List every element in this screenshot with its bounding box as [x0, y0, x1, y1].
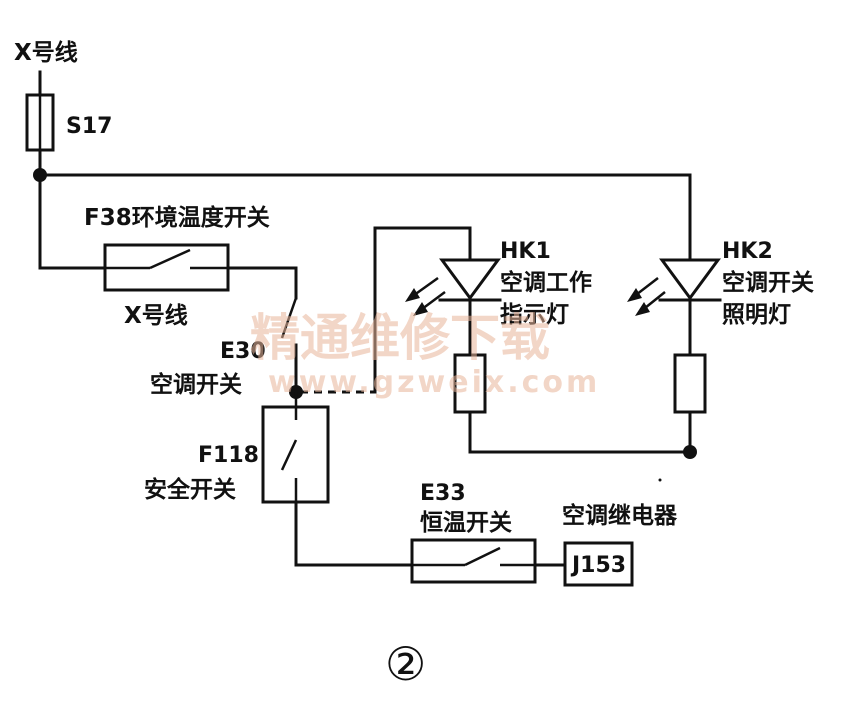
- switch-e30: [280, 297, 298, 392]
- label-hk1-name-1: 空调工作: [500, 269, 592, 296]
- label-relay-code: J153: [570, 553, 626, 578]
- label-f38: F38环境温度开关: [84, 204, 270, 231]
- label-hk1-name-2: 指示灯: [500, 302, 569, 328]
- resistor-hk2: [673, 353, 707, 414]
- junction-dot-top: [33, 168, 47, 182]
- label-e30-name: 空调开关: [150, 371, 242, 398]
- switch-f118: [261, 392, 330, 504]
- label-e33-name: 恒温开关: [420, 509, 512, 536]
- hk1-feed: [300, 226, 472, 394]
- junction-dot-hk2: [683, 445, 697, 459]
- label-hk2-name-1: 空调开关: [722, 269, 814, 296]
- label-hk2-name-2: 照明灯: [722, 302, 791, 328]
- label-f118-code: F118: [198, 443, 259, 468]
- label-f118-name: 安全开关: [144, 476, 236, 503]
- label-relay-name: 空调继电器: [562, 502, 678, 529]
- label-e33-code: E33: [420, 481, 466, 506]
- led-hk2: [627, 258, 722, 357]
- label-x-line-mid: X号线: [124, 302, 188, 329]
- switch-f38: [103, 243, 230, 292]
- led-hk1: [405, 258, 502, 357]
- label-fuse-s17: S17: [66, 114, 112, 139]
- watermark-url: www.gzweix.com: [268, 365, 600, 400]
- label-x-line-top: X号线: [14, 39, 78, 66]
- relay-j153: [563, 541, 634, 587]
- wire-f118-e33: [294, 500, 414, 567]
- switch-e33: [410, 538, 537, 584]
- label-e30-code: E30: [220, 339, 266, 364]
- figure-number: ②: [385, 637, 426, 691]
- watermark-text-cn: 精通维修下载: [250, 308, 550, 367]
- stray-dot: [658, 478, 662, 482]
- label-hk1-code: HK1: [500, 239, 551, 264]
- label-hk2-code: HK2: [722, 239, 773, 264]
